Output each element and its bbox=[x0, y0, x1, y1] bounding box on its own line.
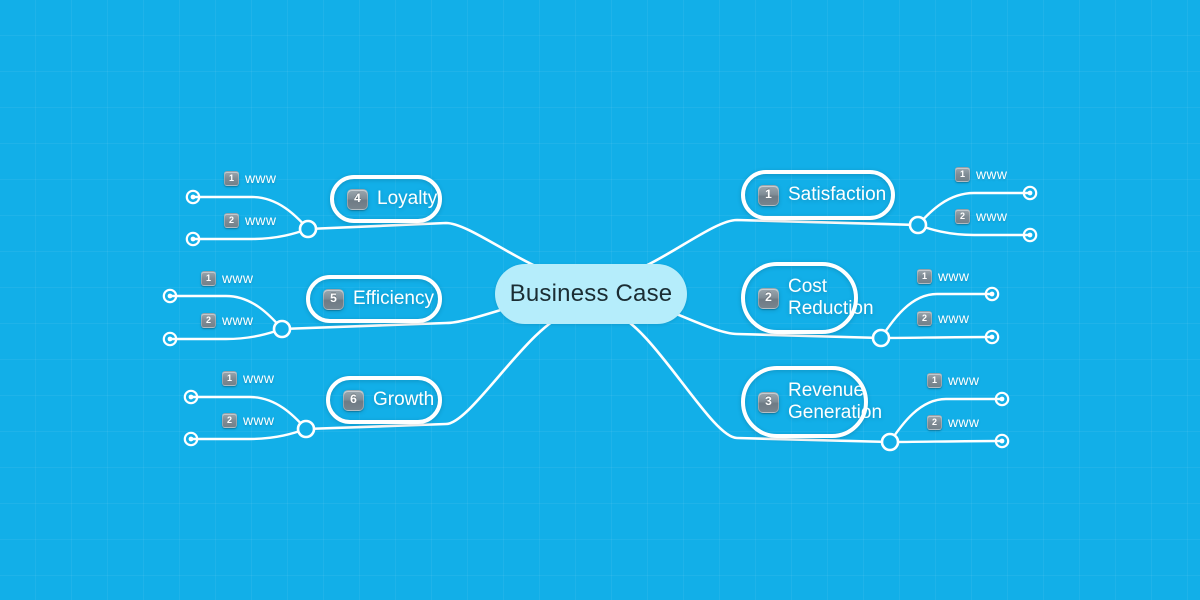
topic-label: Growth bbox=[373, 388, 435, 410]
topic-label: Efficiency bbox=[353, 287, 434, 309]
leaf-number-badge: 1 bbox=[955, 166, 970, 182]
topic-label: Satisfaction bbox=[788, 183, 887, 205]
leaf-label-growth-2[interactable]: 2 www bbox=[222, 412, 274, 428]
topic-number-badge: 3 bbox=[758, 391, 779, 413]
topic-number-badge: 1 bbox=[758, 184, 779, 206]
leaf-endpoint-cost-reduction-2[interactable] bbox=[984, 329, 1000, 345]
leaf-number-badge: 2 bbox=[224, 212, 239, 228]
leaf-endpoint-dot-revenue-generation-1 bbox=[999, 396, 1005, 402]
junction-node-growth[interactable] bbox=[296, 419, 316, 439]
leaf-link-label: www bbox=[948, 372, 980, 388]
leaf-link-label: www bbox=[948, 414, 980, 430]
leaf-link-label: www bbox=[976, 208, 1008, 224]
leaf-endpoint-dot-loyalty-2 bbox=[190, 236, 196, 242]
leaf-number-badge: 2 bbox=[927, 414, 942, 430]
leaf-label-efficiency-1[interactable]: 1 www bbox=[201, 270, 253, 286]
topic-label: Loyalty bbox=[377, 187, 438, 209]
junction-node-loyalty[interactable] bbox=[298, 219, 318, 239]
topic-label: Cost Reduction bbox=[788, 275, 874, 319]
leaf-label-cost-reduction-2[interactable]: 2 www bbox=[917, 310, 969, 326]
leaf-endpoint-satisfaction-1[interactable] bbox=[1022, 185, 1038, 201]
leaf-endpoint-dot-loyalty-1 bbox=[190, 194, 196, 200]
leaf-link-label: www bbox=[938, 310, 970, 326]
leaf-endpoint-efficiency-1[interactable] bbox=[162, 288, 178, 304]
leaf-link-label: www bbox=[976, 166, 1008, 182]
leaf-endpoint-revenue-generation-2[interactable] bbox=[994, 433, 1010, 449]
leaf-endpoint-dot-growth-1 bbox=[188, 394, 194, 400]
leaf-number-badge: 1 bbox=[224, 170, 239, 186]
leaf-number-badge: 2 bbox=[201, 312, 216, 328]
central-topic-label: Business Case bbox=[509, 280, 673, 307]
leaf-endpoint-efficiency-2[interactable] bbox=[162, 331, 178, 347]
leaf-link-label: www bbox=[245, 170, 277, 186]
leaf-label-loyalty-1[interactable]: 1 www bbox=[224, 170, 276, 186]
edge-cost-reduction-leaf-2 bbox=[879, 335, 994, 340]
topic-node-satisfaction[interactable]: 1 Satisfaction bbox=[741, 170, 895, 220]
edge-growth-leaf-2 bbox=[189, 427, 308, 441]
leaf-endpoint-loyalty-1[interactable] bbox=[185, 189, 201, 205]
topic-number-badge: 4 bbox=[347, 188, 368, 210]
edge-satisfaction-leaf-2 bbox=[916, 223, 1032, 237]
leaf-endpoint-dot-efficiency-2 bbox=[167, 336, 173, 342]
leaf-label-satisfaction-1[interactable]: 1 www bbox=[955, 166, 1007, 182]
leaf-endpoint-loyalty-2[interactable] bbox=[185, 231, 201, 247]
leaf-endpoint-revenue-generation-1[interactable] bbox=[994, 391, 1010, 407]
leaf-endpoint-growth-1[interactable] bbox=[183, 389, 199, 405]
leaf-endpoint-dot-satisfaction-1 bbox=[1027, 190, 1033, 196]
topic-node-growth[interactable]: 6 Growth bbox=[326, 376, 442, 424]
leaf-number-badge: 1 bbox=[222, 370, 237, 386]
topic-number-badge: 2 bbox=[758, 287, 779, 309]
leaf-link-label: www bbox=[222, 270, 254, 286]
leaf-endpoint-satisfaction-2[interactable] bbox=[1022, 227, 1038, 243]
leaf-label-loyalty-2[interactable]: 2 www bbox=[224, 212, 276, 228]
leaf-number-badge: 2 bbox=[955, 208, 970, 224]
leaf-label-revenue-generation-2[interactable]: 2 www bbox=[927, 414, 979, 430]
topic-node-cost-reduction[interactable]: 2 Cost Reduction bbox=[741, 262, 874, 334]
topic-label: Revenue Generation bbox=[788, 379, 883, 423]
central-topic-node[interactable]: Business Case bbox=[495, 264, 687, 324]
leaf-endpoint-dot-growth-2 bbox=[188, 436, 194, 442]
leaf-endpoint-dot-revenue-generation-2 bbox=[999, 438, 1005, 444]
leaf-number-badge: 2 bbox=[222, 412, 237, 428]
topic-number-badge: 5 bbox=[323, 288, 344, 310]
leaf-label-efficiency-2[interactable]: 2 www bbox=[201, 312, 253, 328]
topic-node-loyalty[interactable]: 4 Loyalty bbox=[330, 175, 442, 223]
junction-node-revenue-generation[interactable] bbox=[880, 432, 900, 452]
junction-node-cost-reduction[interactable] bbox=[871, 328, 891, 348]
topic-node-revenue-generation[interactable]: 3 Revenue Generation bbox=[741, 366, 882, 438]
leaf-label-growth-1[interactable]: 1 www bbox=[222, 370, 274, 386]
topic-number-badge: 6 bbox=[343, 389, 364, 411]
leaf-link-label: www bbox=[938, 268, 970, 284]
leaf-endpoint-cost-reduction-1[interactable] bbox=[984, 286, 1000, 302]
leaf-endpoint-growth-2[interactable] bbox=[183, 431, 199, 447]
leaf-label-revenue-generation-1[interactable]: 1 www bbox=[927, 372, 979, 388]
leaf-number-badge: 2 bbox=[917, 310, 932, 326]
topic-node-efficiency[interactable]: 5 Efficiency bbox=[306, 275, 442, 323]
leaf-number-badge: 1 bbox=[917, 268, 932, 284]
leaf-number-badge: 1 bbox=[201, 270, 216, 286]
edge-loyalty-leaf-2 bbox=[191, 227, 310, 241]
edge-efficiency-leaf-2 bbox=[168, 327, 284, 341]
leaf-link-label: www bbox=[243, 370, 275, 386]
leaf-endpoint-dot-cost-reduction-1 bbox=[989, 291, 995, 297]
leaf-endpoint-dot-efficiency-1 bbox=[167, 293, 173, 299]
leaf-label-cost-reduction-1[interactable]: 1 www bbox=[917, 268, 969, 284]
leaf-endpoint-dot-cost-reduction-2 bbox=[989, 334, 995, 340]
junction-node-satisfaction[interactable] bbox=[908, 215, 928, 235]
junction-node-efficiency[interactable] bbox=[272, 319, 292, 339]
leaf-link-label: www bbox=[222, 312, 254, 328]
leaf-endpoint-dot-satisfaction-2 bbox=[1027, 232, 1033, 238]
leaf-link-label: www bbox=[243, 412, 275, 428]
edge-revenue-generation-leaf-2 bbox=[888, 439, 1004, 444]
leaf-label-satisfaction-2[interactable]: 2 www bbox=[955, 208, 1007, 224]
leaf-link-label: www bbox=[245, 212, 277, 228]
leaf-number-badge: 1 bbox=[927, 372, 942, 388]
